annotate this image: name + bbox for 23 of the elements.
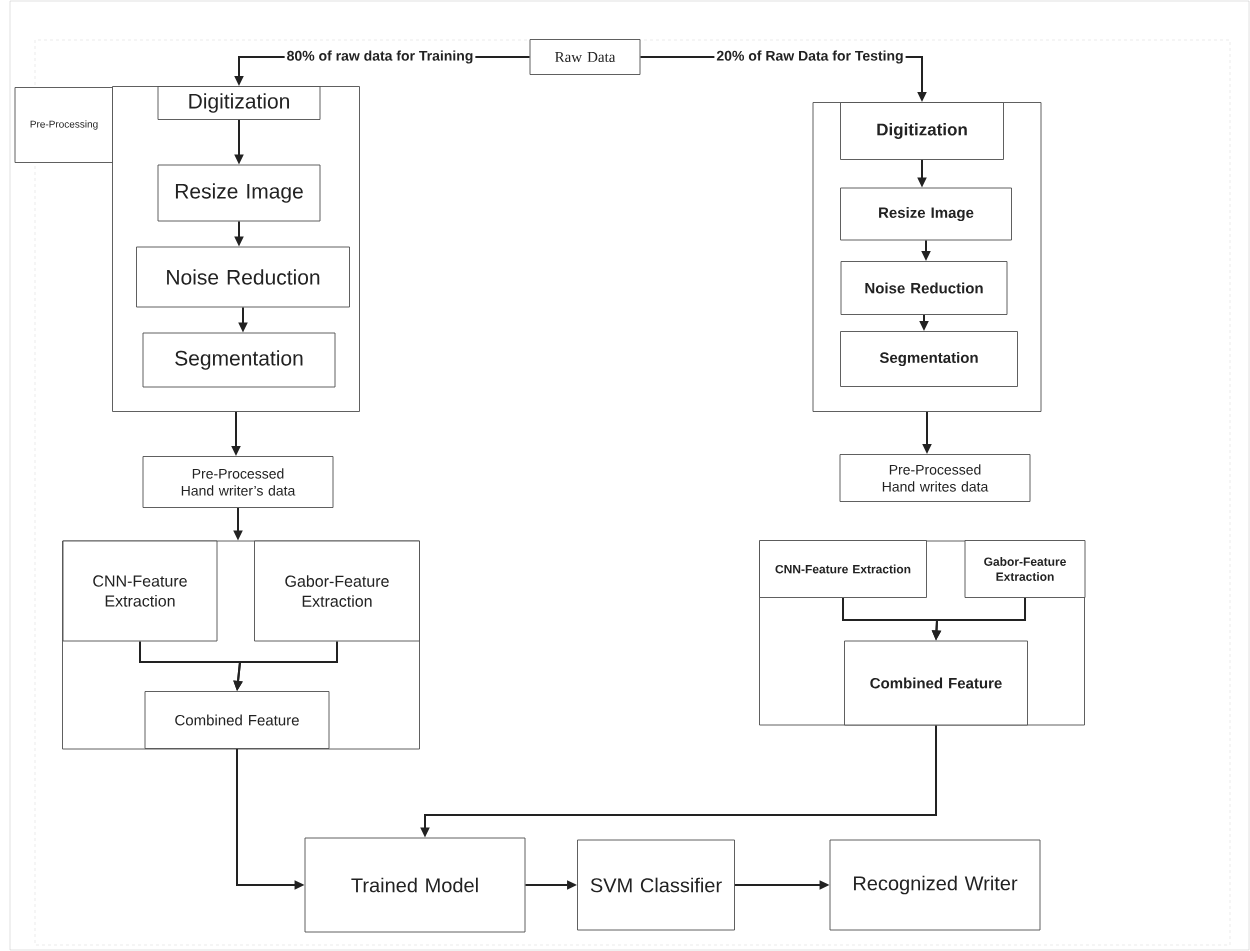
process-box: Noise Reduction xyxy=(840,261,1008,315)
process-box: Gabor-Feature Extraction xyxy=(964,540,1086,598)
process-box: Digitization xyxy=(840,102,1004,160)
process-box: Recognized Writer xyxy=(829,839,1041,931)
process-box: Segmentation xyxy=(840,331,1018,387)
process-box: CNN-Feature Extraction xyxy=(759,540,927,598)
process-box: Resize Image xyxy=(157,164,321,222)
process-box: CNN-Feature Extraction xyxy=(62,540,218,642)
process-box: Resize Image xyxy=(840,187,1012,241)
stage-box: Pre-Processing xyxy=(14,87,114,163)
data-box: Pre-Processed Hand writer’s data xyxy=(142,456,334,508)
process-box: Combined Feature xyxy=(844,640,1028,726)
process-box: Trained Model xyxy=(304,837,526,933)
data-box: Pre-Processed Hand writes data xyxy=(839,454,1031,502)
process-box: Gabor-Feature Extraction xyxy=(254,540,420,642)
process-box: Noise Reduction xyxy=(136,246,350,308)
edge-label: 80% of raw data for Training xyxy=(284,48,476,66)
process-box: Combined Feature xyxy=(144,691,330,749)
edge-label: 20% of Raw Data for Testing xyxy=(714,48,906,66)
process-box: Segmentation xyxy=(142,332,336,388)
process-box: SVM Classifier xyxy=(577,839,735,931)
process-box: Digitization xyxy=(157,86,321,120)
process-box: Raw Data xyxy=(529,39,641,75)
